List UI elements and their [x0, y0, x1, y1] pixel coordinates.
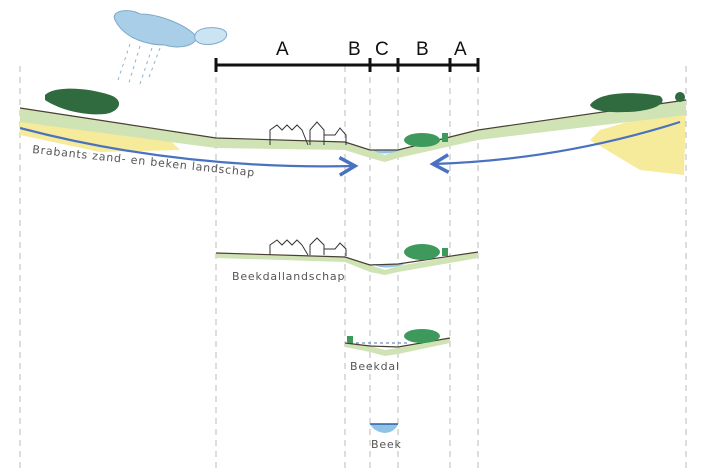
segment-bar [214, 58, 480, 72]
segment-label-c: C [375, 39, 389, 60]
bush-icon [404, 133, 448, 147]
segment-label-b-left: B [348, 39, 361, 60]
segment-label-b-right: B [416, 39, 429, 60]
profile-label-beekdallandschap: Beekdallandschap [232, 270, 345, 283]
profile-label-beek: Beek [371, 438, 402, 451]
beekdal-profile [344, 329, 451, 356]
tree-icon [590, 92, 685, 113]
profile-label-beekdal: Beekdal [350, 360, 400, 373]
tree-icon [45, 88, 120, 115]
segment-label-a-left: A [276, 39, 289, 60]
beek-profile [370, 423, 398, 433]
rain-cloud-icon [113, 10, 228, 87]
main-profile [19, 88, 687, 177]
house-icon [269, 121, 347, 146]
segment-label-a-right: A [454, 39, 467, 60]
beekdallandschap-profile [215, 237, 479, 275]
